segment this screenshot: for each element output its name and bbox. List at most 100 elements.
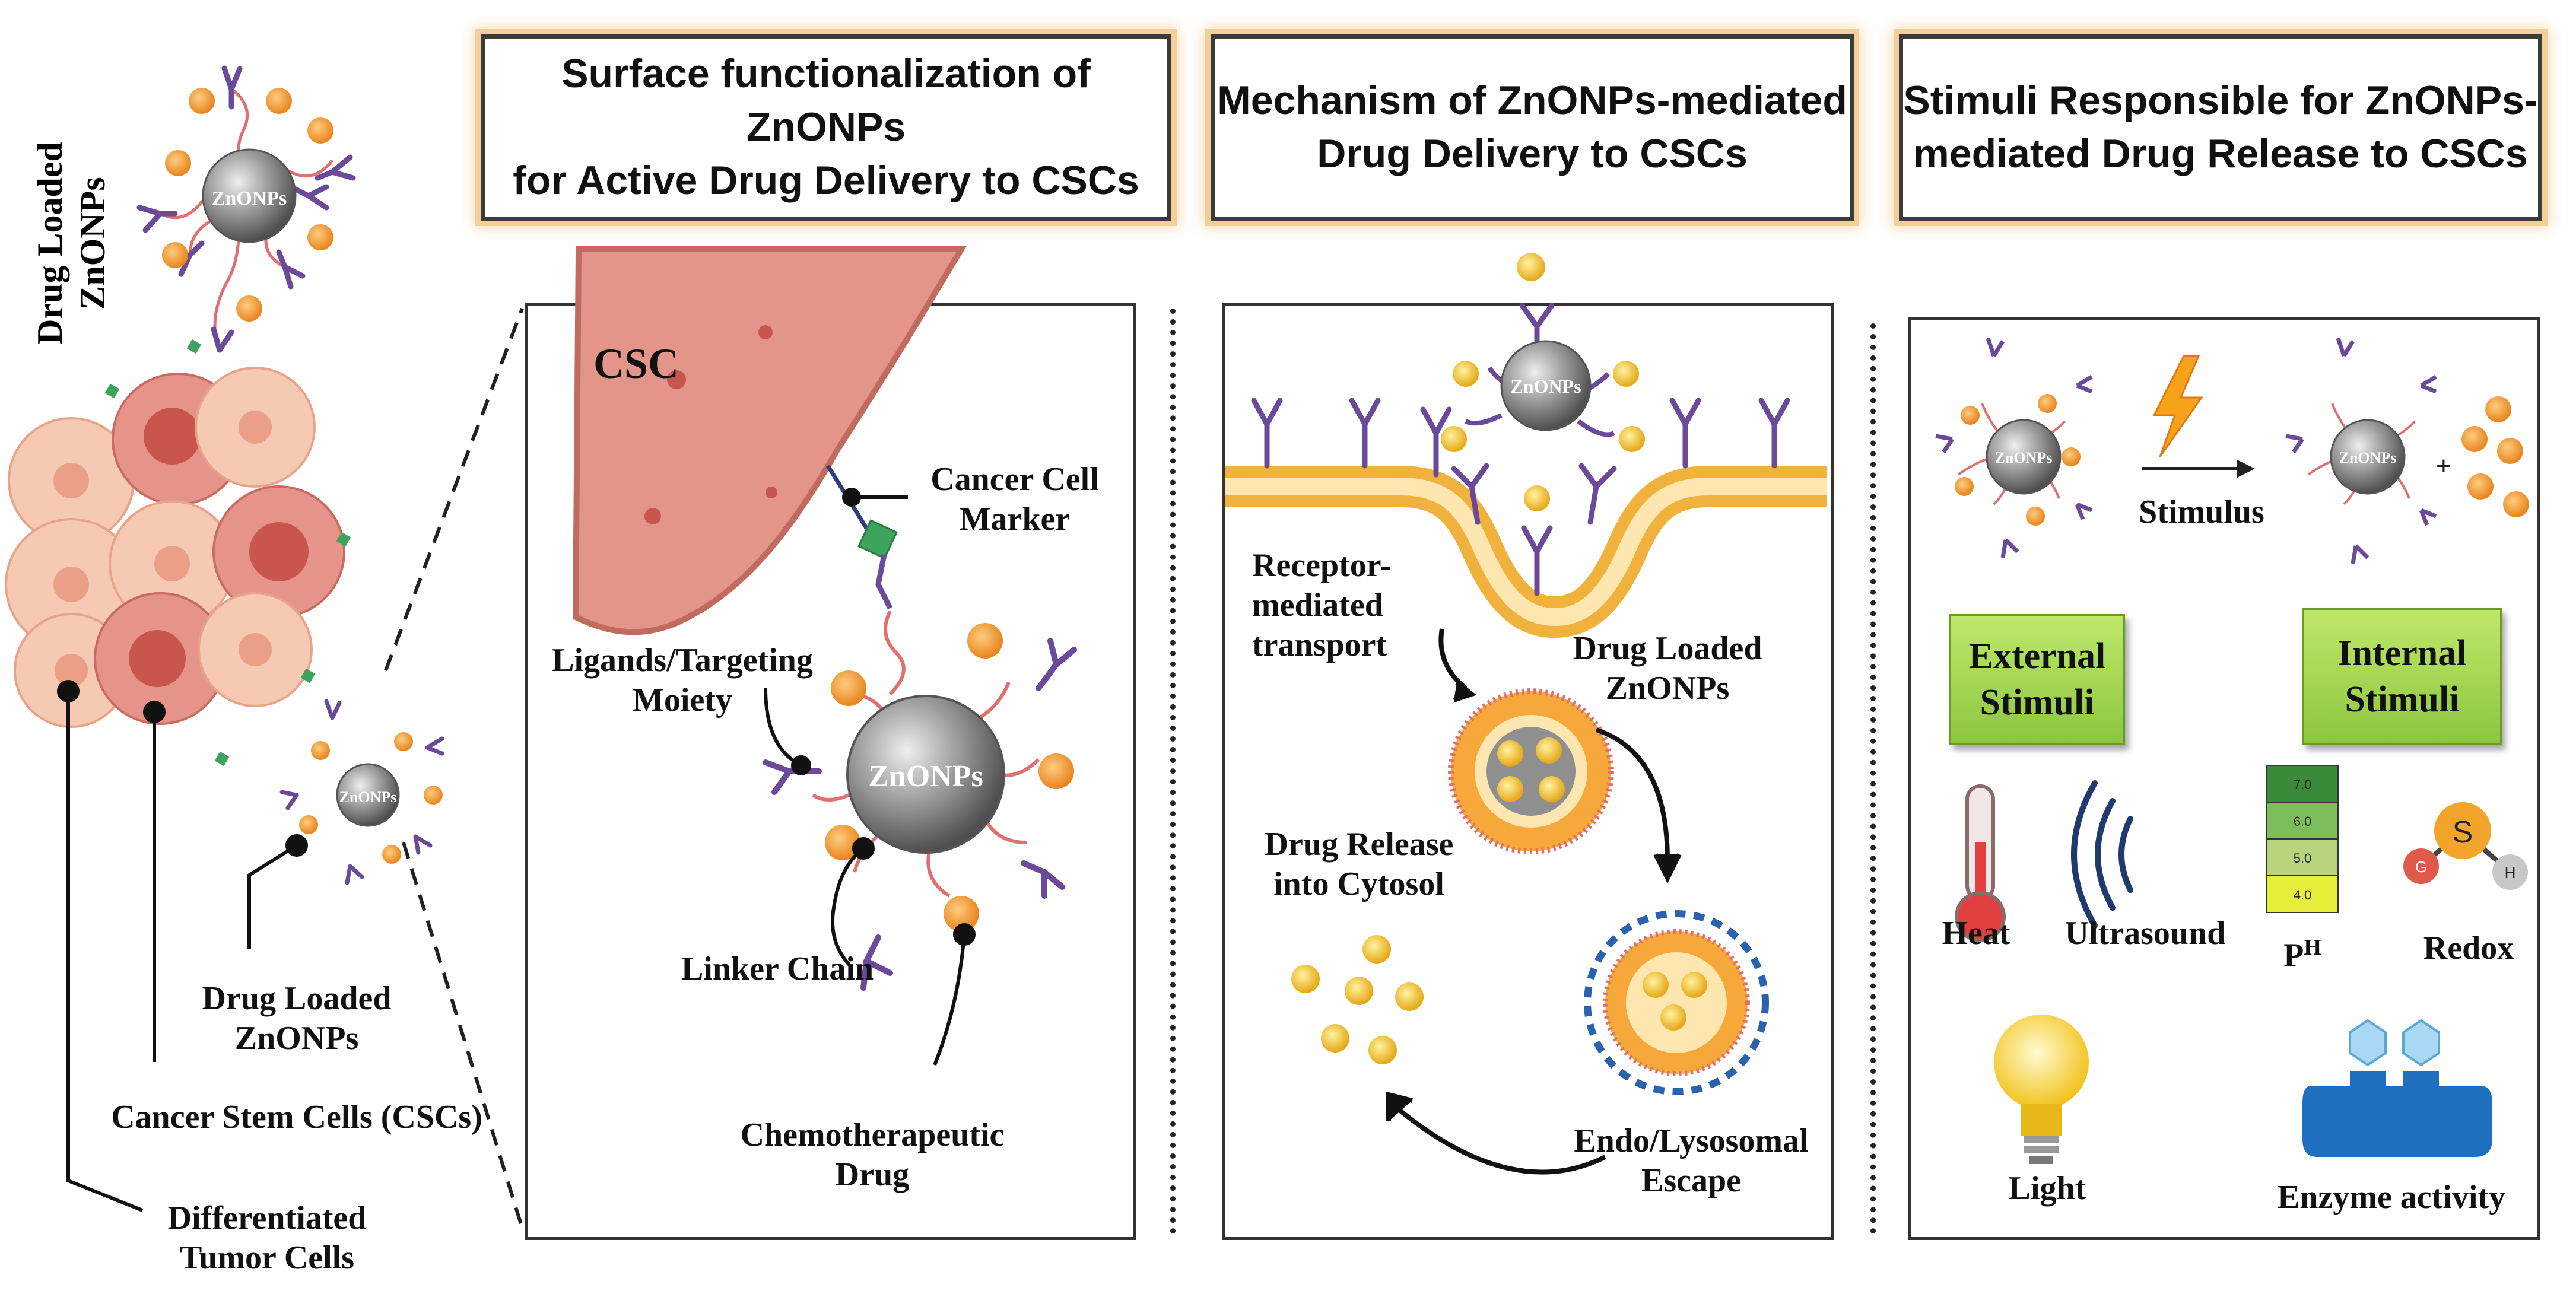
plus-sign: +: [2436, 451, 2451, 481]
internal-stimuli-line1: Internal: [2337, 633, 2467, 673]
external-stimuli-line1: External: [1968, 636, 2106, 676]
endocytosing-np: ZnONPs: [1441, 253, 1645, 511]
label-differentiated-line2: Tumor Cells: [179, 1239, 355, 1277]
label-receptor-line2: mediated: [1252, 587, 1383, 624]
label-enzyme-activity: Enzyme activity: [2277, 1179, 2506, 1216]
label-stimulus: Stimulus: [2139, 494, 2264, 530]
np-functionalized-label: ZnONPs: [868, 759, 983, 793]
label-endo-lysosomal: Endo/Lysosomal Escape: [1555, 1121, 1828, 1201]
enzyme-icon: [2302, 1019, 2492, 1157]
lysosome-escape: [1584, 910, 1769, 1095]
label-drug-loaded-line1: Drug Loaded: [202, 980, 392, 1017]
label-mech-drug-loaded-line1: Drug Loaded: [1573, 630, 1762, 667]
stimulus-arrow: [2142, 460, 2255, 478]
internal-stimuli-line2: Stimuli: [2345, 679, 2460, 720]
redox-s: S: [2453, 815, 2473, 850]
header-mechanism-line1: Mechanism of ZnONPs-mediated: [1217, 78, 1847, 123]
label-receptor-transport: Receptor- mediated transport: [1252, 546, 1391, 666]
receptors: [1251, 303, 1790, 596]
np-mechanism-label: ZnONPs: [1510, 376, 1581, 397]
csc-cell: [572, 246, 967, 635]
ph-5: 5.0: [2294, 851, 2312, 866]
label-csc: CSC: [593, 340, 679, 387]
label-escape-line2: Escape: [1641, 1162, 1741, 1200]
label-ph-h: H: [2304, 935, 2321, 960]
header-stimuli-line2: mediated Drug Release to CSCs: [1913, 131, 2528, 176]
np-after-label: ZnONPs: [2339, 449, 2397, 466]
divider-dotted-1: [1170, 309, 1176, 1234]
external-stimuli-line2: Stimuli: [1980, 682, 2095, 723]
side-title-line2: ZnONPs: [73, 177, 112, 310]
np-small-label: ZnONPs: [339, 788, 397, 806]
header-mechanism-line2: Drug Delivery to CSCs: [1317, 131, 1748, 176]
thermometer-icon: [1955, 784, 2006, 942]
ph-7: 7.0: [2294, 777, 2312, 792]
header-surface-line2: for Active Drug Delivery to CSCs: [513, 157, 1139, 203]
label-drug-loaded-line2: ZnONPs: [234, 1020, 359, 1057]
label-chemo-line1: Chemotherapeutic: [740, 1117, 1005, 1153]
label-marker-line1: Cancer Cell: [930, 461, 1099, 498]
redox-g: G: [2415, 858, 2427, 876]
redox-molecule-icon: G S H: [2403, 802, 2528, 890]
label-cancer-stem-cells: Cancer Stem Cells (CSCs): [111, 1099, 482, 1136]
label-marker-line2: Marker: [959, 501, 1071, 538]
label-ligands: Ligands/Targeting Moiety: [546, 641, 819, 720]
label-receptor-line3: transport: [1252, 627, 1387, 664]
external-stimuli-box: External Stimuli: [1949, 614, 2125, 745]
tumor-cell-cluster: [5, 367, 351, 767]
surface-pointers: [764, 688, 976, 1066]
label-ligands-line1: Ligands/Targeting: [552, 642, 813, 679]
label-release-line1: Drug Release: [1264, 826, 1454, 863]
ph-6: 6.0: [2294, 814, 2312, 829]
label-ligands-line2: Moiety: [633, 682, 732, 719]
label-differentiated-line1: Differentiated: [167, 1200, 367, 1236]
header-surface-line1: Surface functionalization of ZnONPs: [561, 51, 1091, 150]
label-ph-p: P: [2283, 937, 2304, 974]
label-chemotherapeutic-drug: Chemotherapeutic Drug: [706, 1115, 1038, 1195]
released-drug: [1291, 935, 1424, 1064]
mechanism-arrows: [1386, 628, 1682, 1175]
marker-linker: [826, 465, 908, 696]
label-drug-loaded-znonps: Drug Loaded ZnONPs: [202, 979, 392, 1058]
free-drug: [2461, 396, 2529, 517]
ph-4: 4.0: [2294, 888, 2312, 902]
np-before-label: ZnONPs: [1995, 449, 2053, 466]
lightning-icon: [2152, 355, 2203, 457]
ph-scale-icon: 7.0 6.0 5.0 4.0: [2266, 765, 2339, 913]
side-title-line1: Drug Loaded: [30, 142, 69, 345]
label-redox: Redox: [2423, 930, 2514, 966]
label-cancer-cell-marker: Cancer Cell Marker: [902, 460, 1127, 539]
label-heat: Heat: [1942, 915, 2010, 952]
drug-loaded-np-large: ZnONPs: [136, 65, 356, 354]
label-mech-drug-loaded-line2: ZnONPs: [1605, 670, 1730, 707]
header-stimuli: Stimuli Responsible for ZnONPs- mediated…: [1899, 34, 2542, 221]
label-chemo-line2: Drug: [835, 1156, 910, 1194]
cell-membrane: [1225, 466, 1827, 638]
label-mech-drug-loaded: Drug Loaded ZnONPs: [1543, 629, 1792, 708]
header-surface-functionalization: Surface functionalization of ZnONPs for …: [481, 34, 1171, 221]
label-ph: PH: [2267, 934, 2338, 976]
header-stimuli-line1: Stimuli Responsible for ZnONPs-: [1903, 78, 2538, 123]
label-release-line2: into Cytosol: [1273, 866, 1444, 903]
label-ultrasound: Ultrasound: [2064, 915, 2226, 952]
endosome: [1448, 688, 1614, 854]
np-large-label: ZnONPs: [212, 187, 287, 209]
label-differentiated-tumor-cells: Differentiated Tumor Cells: [148, 1198, 386, 1278]
redox-h: H: [2505, 864, 2516, 882]
label-light: Light: [2008, 1170, 2086, 1207]
light-bulb-icon: [1994, 1015, 2089, 1164]
stimuli-np-before: ZnONPs: [1935, 337, 2093, 558]
header-mechanism: Mechanism of ZnONPs-mediated Drug Delive…: [1211, 34, 1854, 221]
label-receptor-line1: Receptor-: [1252, 547, 1392, 584]
divider-dotted-2: [1870, 323, 1876, 1234]
internal-stimuli-box: Internal Stimuli: [2302, 608, 2502, 745]
drug-loaded-np-small: ZnONPs: [279, 699, 444, 885]
label-drug-release: Drug Release into Cytosol: [1240, 825, 1478, 904]
label-linker-chain: Linker Chain: [681, 950, 874, 987]
ultrasound-icon: [2071, 780, 2133, 929]
side-title: Drug Loaded ZnONPs: [24, 107, 119, 380]
label-escape-line1: Endo/Lysosomal: [1574, 1123, 1809, 1159]
stimuli-np-after: ZnONPs: [2285, 337, 2437, 564]
